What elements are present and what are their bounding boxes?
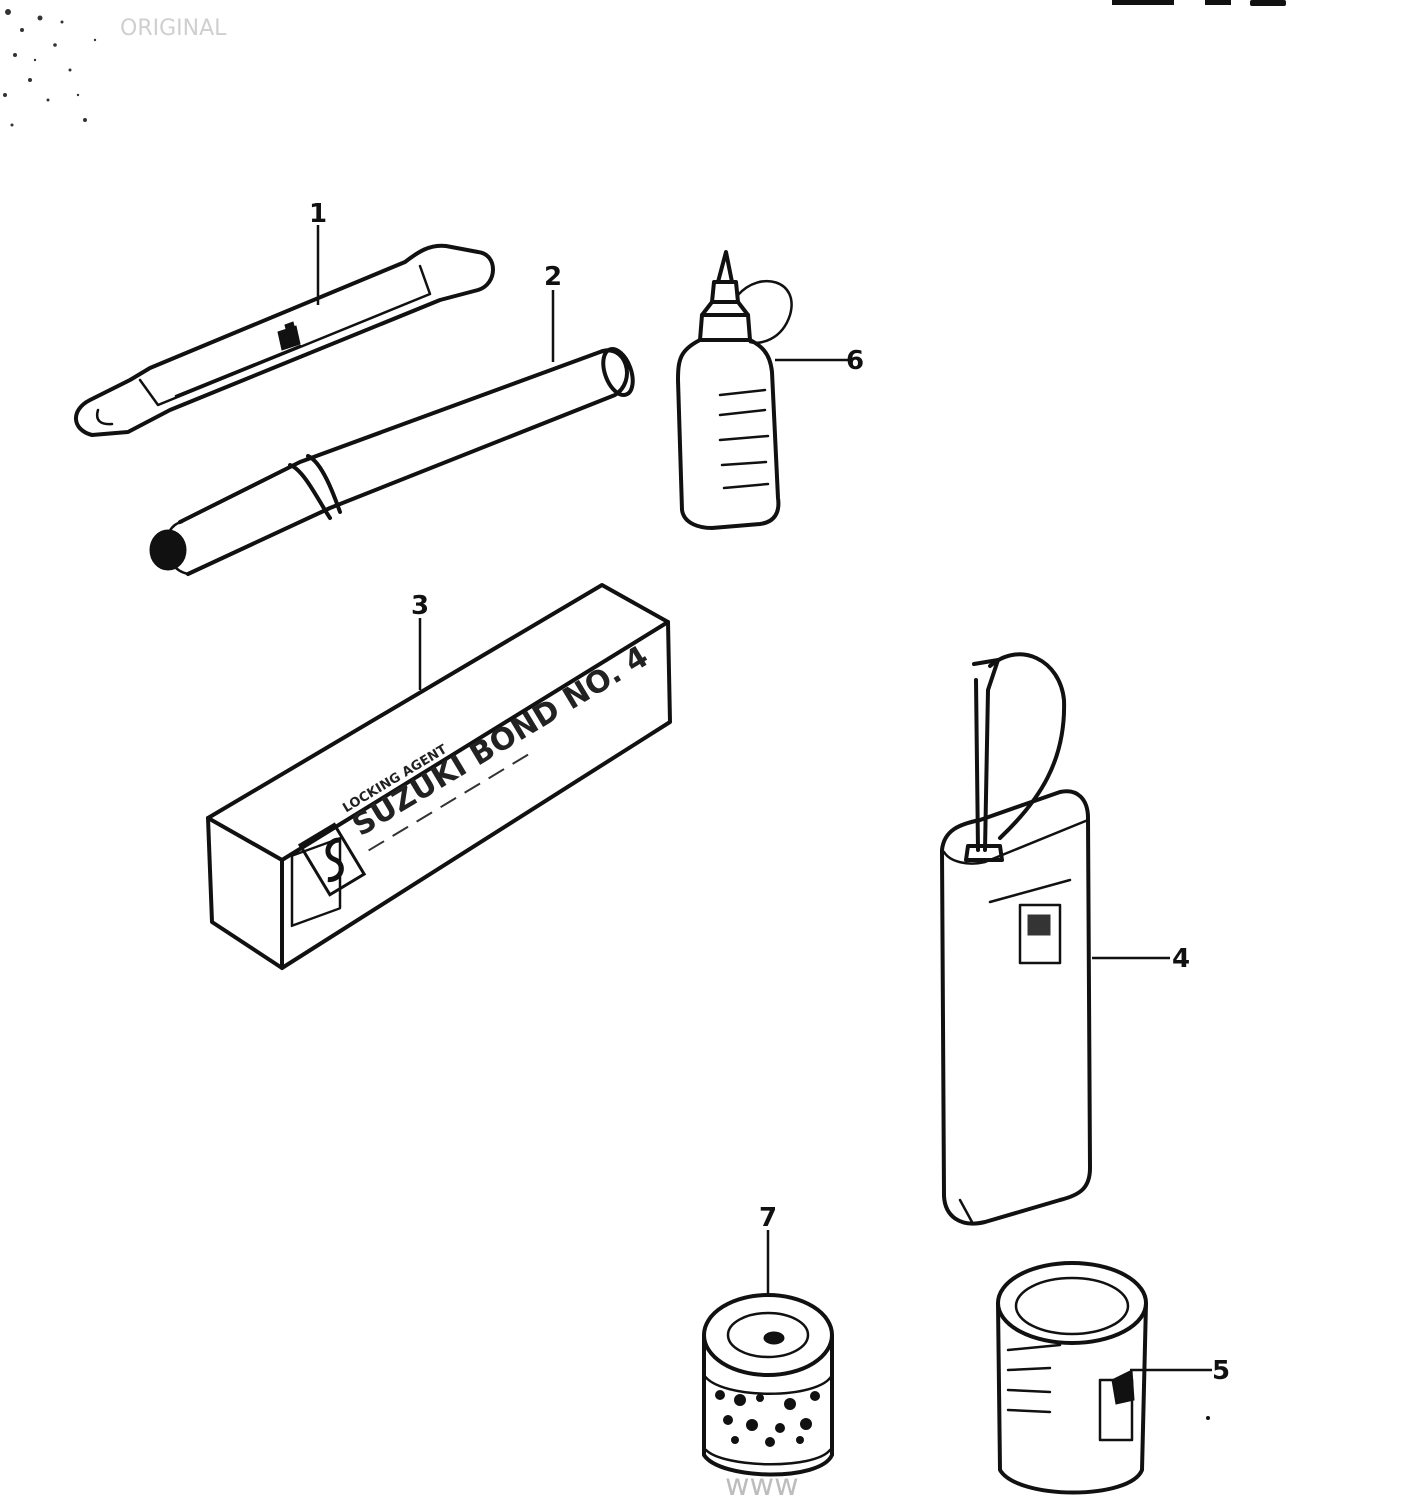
callout-5: 5: [1212, 1356, 1230, 1386]
part-2-tube: 2: [149, 262, 635, 576]
part-6-bottle: 6: [676, 250, 864, 530]
scan-noise: [3, 9, 97, 127]
part-7-tin: 7: [702, 1203, 834, 1477]
callout-4: 4: [1172, 944, 1190, 974]
speck: [1206, 1416, 1210, 1420]
watermark-top: ORIGINAL: [120, 16, 227, 41]
callout-7: 7: [759, 1203, 777, 1233]
corner-marks: [1112, 0, 1286, 6]
callout-3: 3: [411, 591, 429, 621]
callout-6: 6: [846, 346, 864, 376]
part-3-box: LOCKING AGENT SUZUKI BOND NO. 4 3: [206, 583, 672, 970]
callout-2: 2: [544, 262, 562, 292]
box-label-line2: SUZUKI BOND NO. 4: [346, 639, 654, 843]
part-5-can: 5: [996, 1261, 1230, 1495]
watermark-bottom: www: [725, 1468, 799, 1500]
part-4-oilcan: 4: [940, 652, 1190, 1226]
part-1-spatula: 1: [74, 199, 495, 437]
callout-1: 1: [309, 199, 327, 229]
